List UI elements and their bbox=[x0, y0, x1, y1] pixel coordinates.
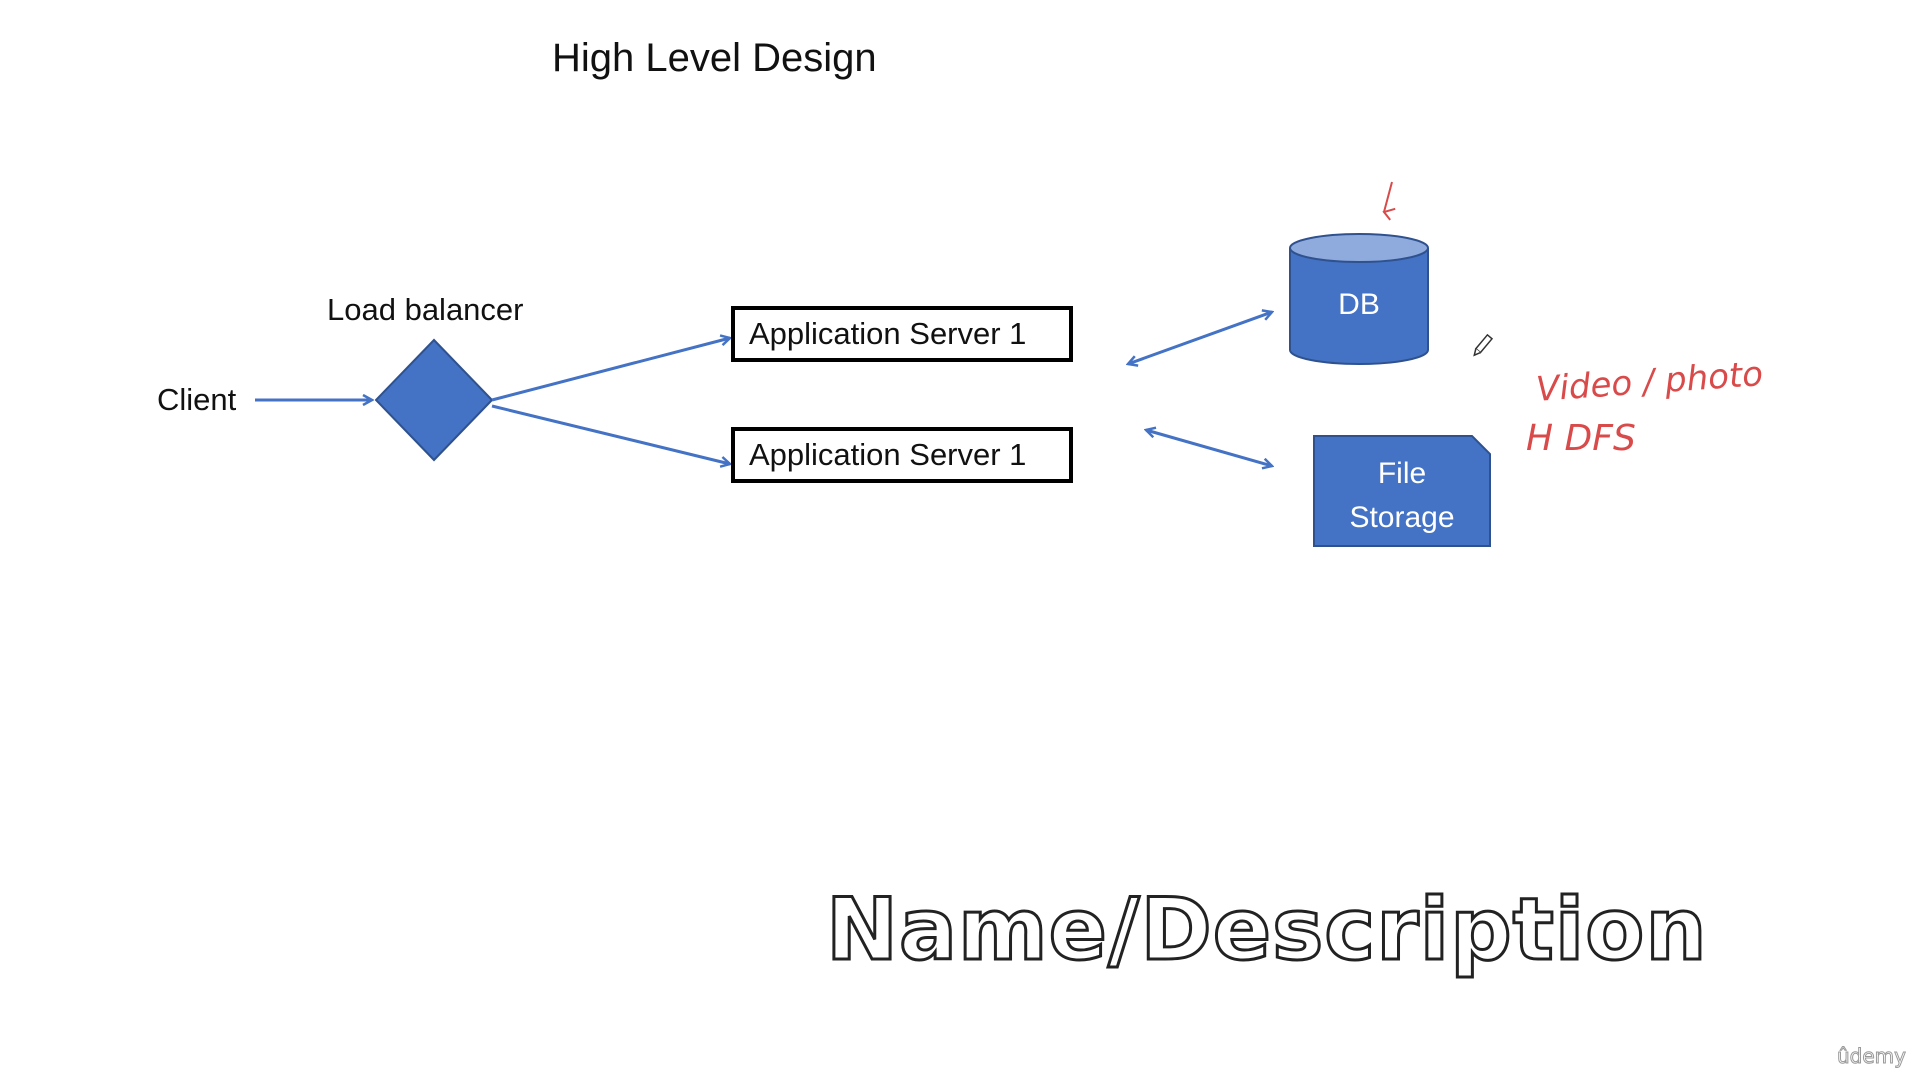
udemy-watermark: ûdemy bbox=[1837, 1044, 1907, 1069]
caption-overlay: Name/Description bbox=[825, 879, 1709, 982]
file-storage-label-line1: File bbox=[1377, 457, 1427, 490]
file-storage-shape bbox=[1313, 435, 1491, 547]
db-label: DB bbox=[1338, 288, 1380, 321]
db-cylinder bbox=[1289, 233, 1429, 365]
file-storage-label: File Storage bbox=[1314, 452, 1490, 540]
client-label: Client bbox=[157, 382, 237, 417]
load-balancer-diamond bbox=[374, 338, 494, 462]
file-storage-label-line2: Storage bbox=[1349, 501, 1455, 534]
handwritten-note-line2: H DFS bbox=[1526, 418, 1636, 459]
app-to-db-arrow bbox=[1128, 312, 1272, 364]
load-balancer-label: Load balancer bbox=[327, 292, 524, 327]
lb-to-app-server-top-arrow bbox=[491, 338, 730, 402]
app-server-bottom: Application Server 1 bbox=[731, 427, 1073, 483]
lb-to-app-server-bottom-arrow bbox=[491, 404, 730, 464]
handwritten-arrow bbox=[1382, 181, 1396, 221]
app-server-top: Application Server 1 bbox=[731, 306, 1073, 362]
pen-cursor-icon bbox=[1473, 333, 1494, 357]
slide-title: High Level Design bbox=[552, 36, 877, 80]
app-to-file-storage-arrow bbox=[1146, 430, 1272, 466]
